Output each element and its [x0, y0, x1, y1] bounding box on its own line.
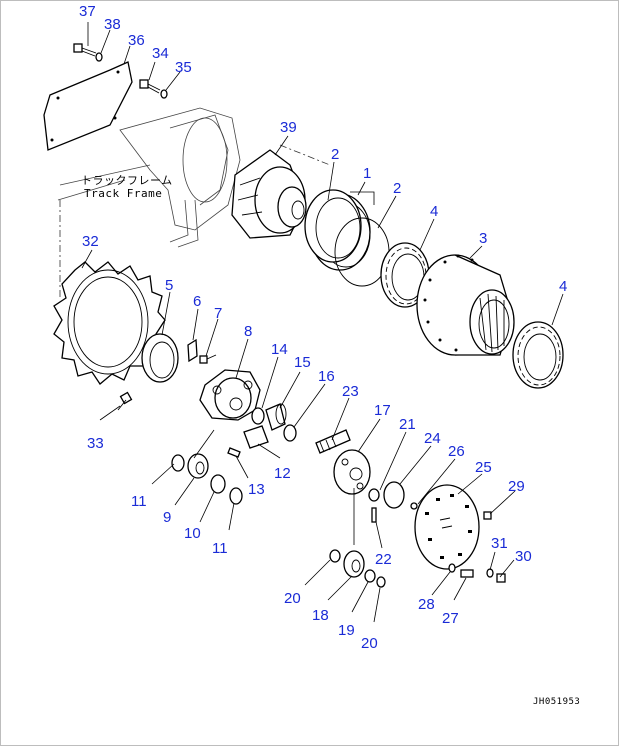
callout-36: 36: [128, 32, 145, 49]
callout-39: 39: [280, 119, 297, 136]
snap-ring-24: [383, 481, 405, 509]
bearing-18: [343, 550, 365, 578]
cover-plate: [43, 61, 133, 151]
callout-20-upper: 20: [284, 590, 301, 607]
callout-6: 6: [193, 293, 202, 310]
callout-19: 19: [338, 622, 355, 639]
drawing-code: JH051953: [533, 697, 581, 707]
callout-2-upper: 2: [331, 146, 340, 163]
callout-32: 32: [82, 233, 99, 250]
washer-20-lower: [376, 576, 386, 588]
callout-26: 26: [448, 443, 465, 460]
track-frame-outline: [57, 107, 331, 300]
callout-27: 27: [442, 610, 459, 627]
callout-2-lower: 2: [393, 180, 402, 197]
callout-18: 18: [312, 607, 329, 624]
bearing-4-lower: [512, 321, 564, 389]
bolt-29: [483, 511, 492, 520]
travel-motor: [231, 149, 307, 239]
pin-22: [371, 507, 377, 523]
callout-20-lower: 20: [361, 635, 378, 652]
washer-20-upper: [329, 549, 341, 563]
callout-28: 28: [418, 596, 435, 613]
callout-17: 17: [374, 402, 391, 419]
shaft-23: [315, 429, 351, 454]
pin-13: [227, 447, 241, 458]
carrier-8: [199, 369, 261, 421]
callout-8: 8: [244, 323, 253, 340]
callout-10: 10: [184, 525, 201, 542]
ring-gear-5: [141, 333, 179, 383]
callout-24: 24: [424, 430, 441, 447]
thrust-washer-14: [251, 407, 265, 425]
plate-6: [187, 338, 198, 363]
ball-26: [410, 502, 418, 510]
callout-37: 37: [79, 3, 96, 20]
callout-11-upper: 11: [131, 493, 147, 510]
callout-30: 30: [515, 548, 532, 565]
bolt-30: [496, 573, 506, 583]
callout-11-lower: 11: [212, 540, 228, 557]
callout-33: 33: [87, 435, 104, 452]
callout-7: 7: [214, 305, 223, 322]
hub: [416, 254, 515, 356]
washer-28: [448, 563, 456, 573]
callout-22: 22: [375, 551, 392, 568]
callout-29: 29: [508, 478, 525, 495]
bolt-37: [73, 43, 103, 62]
track-frame-label-jp: トラックフレーム: [81, 174, 173, 187]
callout-21: 21: [399, 416, 416, 433]
callout-4-upper: 4: [430, 203, 439, 220]
callout-38: 38: [104, 16, 121, 33]
bolt-7: [199, 354, 217, 364]
leader-lines: [81, 22, 564, 623]
spacer-19: [364, 569, 376, 583]
gear-9: [187, 453, 209, 479]
callout-13: 13: [248, 481, 265, 498]
callout-35: 35: [175, 59, 192, 76]
callout-9: 9: [163, 509, 172, 526]
callout-15: 15: [294, 354, 311, 371]
callout-31: 31: [491, 535, 508, 552]
bolt-34: [139, 79, 168, 99]
bolt-33: [117, 391, 133, 411]
washer-11-upper: [171, 454, 185, 472]
callout-4-lower: 4: [559, 278, 568, 295]
callout-25: 25: [475, 459, 492, 476]
callout-3: 3: [479, 230, 488, 247]
cover-25: [414, 484, 480, 570]
washer-31: [486, 568, 494, 578]
washer-21: [368, 488, 380, 502]
track-frame-label-en: Track Frame: [84, 187, 163, 200]
callout-16: 16: [318, 368, 335, 385]
callout-23: 23: [342, 383, 359, 400]
callout-5: 5: [165, 277, 174, 294]
bearing-10: [210, 474, 226, 494]
callout-14: 14: [271, 341, 288, 358]
carrier-17: [333, 449, 371, 495]
shaft-12: [243, 425, 269, 449]
snap-ring-16: [283, 424, 297, 442]
washer-11-lower: [229, 487, 243, 505]
gear-15: [265, 403, 287, 431]
plug-27: [460, 569, 474, 578]
floating-seal: [304, 189, 390, 287]
callout-12: 12: [274, 465, 291, 482]
callout-34: 34: [152, 45, 169, 62]
callout-1: 1: [363, 165, 372, 182]
